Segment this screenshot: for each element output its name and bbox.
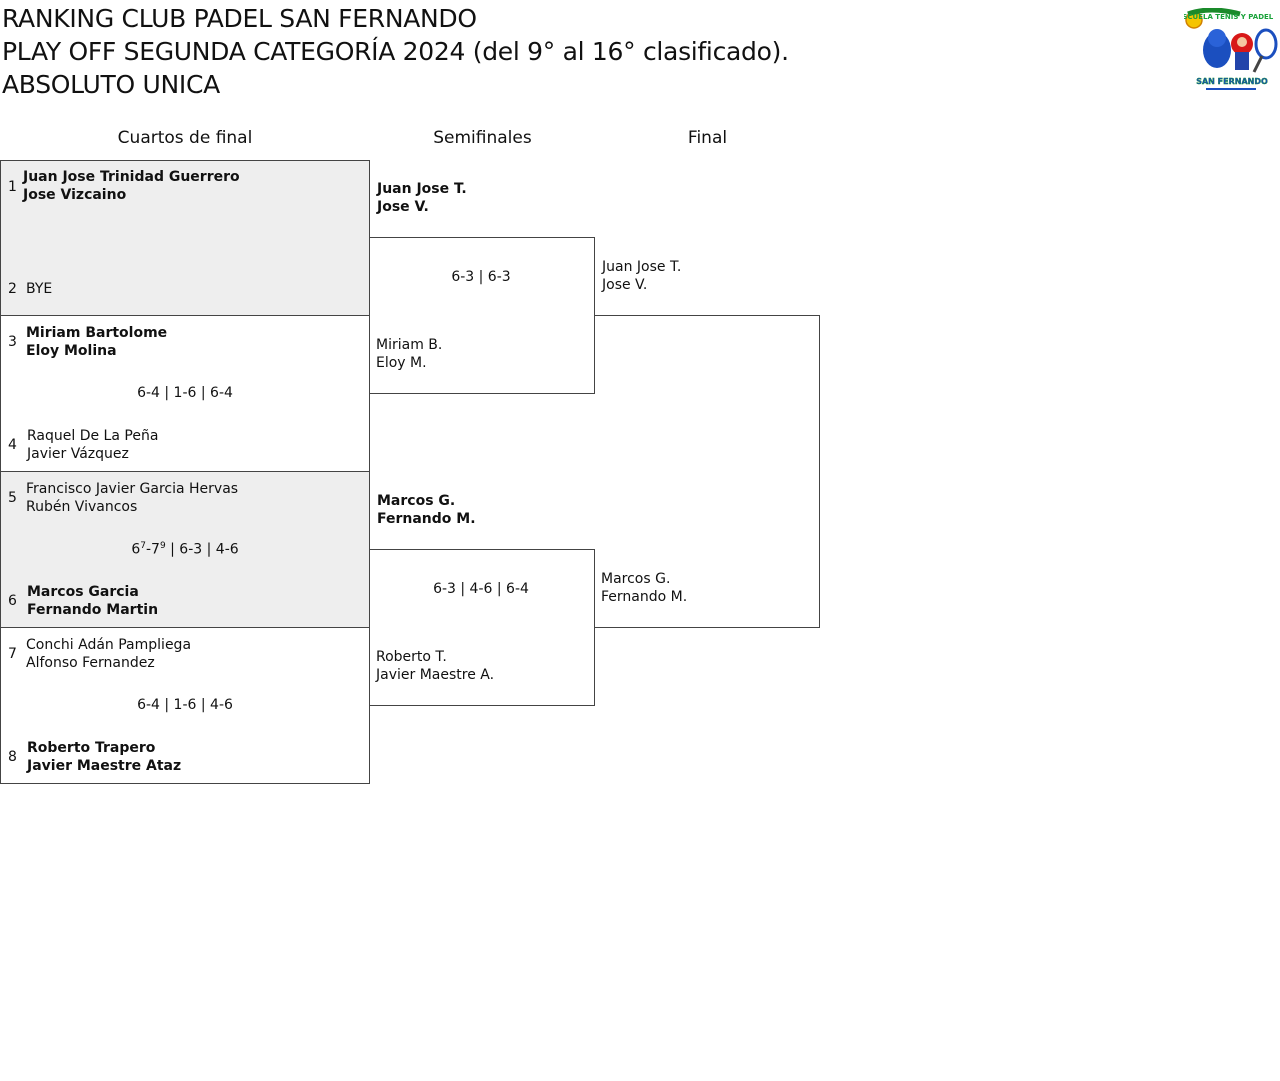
team-entry: Miriam Bartolome Eloy Molina bbox=[26, 324, 167, 360]
player-name: Juan Jose T. bbox=[602, 259, 682, 275]
score-part: | 6-3 | 4-6 bbox=[165, 541, 239, 558]
team-entry: BYE bbox=[26, 280, 52, 298]
semifinal-2-team-a: Marcos G. Fernando M. bbox=[377, 492, 476, 528]
player-name: Marcos G. bbox=[601, 571, 671, 587]
round-header-semis: Semifinales bbox=[433, 128, 532, 148]
final-team-a: Juan Jose T. Jose V. bbox=[602, 258, 681, 294]
player-name: Rubén Vivancos bbox=[26, 499, 138, 515]
player-name: Miriam B. bbox=[376, 337, 443, 353]
round-header-quarters: Cuartos de final bbox=[117, 128, 253, 148]
score-part: 6 bbox=[131, 541, 141, 558]
player-name: Javier Maestre A. bbox=[376, 667, 495, 683]
tiebreak-score: 7 bbox=[140, 541, 146, 551]
title-line-2: PLAY OFF SEGUNDA CATEGORÍA 2024 (del 9° … bbox=[2, 37, 789, 66]
quarterfinal-match-4: 7 Conchi Adán Pampliega Alfonso Fernande… bbox=[0, 627, 370, 784]
final-team-b: Marcos G. Fernando M. bbox=[601, 570, 687, 606]
match-score: 6-3 | 6-3 bbox=[451, 269, 511, 285]
semifinal-match-2: 6-3 | 4-6 | 6-4 Roberto T. Javier Maestr… bbox=[369, 549, 595, 706]
match-score: 6-4 | 1-6 | 4-6 bbox=[137, 697, 233, 713]
player-name: Fernando M. bbox=[601, 589, 688, 605]
team-entry: Roberto Trapero Javier Maestre Ataz bbox=[27, 739, 181, 775]
player-name: Javier Vázquez bbox=[27, 446, 129, 462]
logo-text-top: CLUB ESCUELA TENIS Y PADEL bbox=[1184, 13, 1274, 21]
player-name: Miriam Bartolome bbox=[26, 325, 168, 341]
player-name: Roberto Trapero bbox=[27, 740, 156, 756]
seed-number: 3 bbox=[8, 334, 17, 350]
player-name: Alfonso Fernandez bbox=[26, 655, 155, 671]
team-entry: Conchi Adán Pampliega Alfonso Fernandez bbox=[26, 636, 191, 672]
seed-number: 5 bbox=[8, 490, 17, 506]
semifinal-1-team-b: Miriam B. Eloy M. bbox=[376, 336, 442, 372]
quarterfinal-match-3: 5 Francisco Javier Garcia Hervas Rubén V… bbox=[0, 471, 370, 628]
score-part: -7 bbox=[145, 541, 160, 558]
tiebreak-score: 9 bbox=[159, 541, 166, 551]
player-name: Marcos Garcia bbox=[27, 584, 139, 600]
player-name: Jose V. bbox=[602, 277, 648, 293]
semifinal-1-team-a: Juan Jose T. Jose V. bbox=[377, 180, 467, 216]
player-name: Jose Vizcaino bbox=[23, 187, 127, 203]
seed-number: 2 bbox=[8, 281, 17, 297]
match-score: 6-4 | 1-6 | 6-4 bbox=[137, 385, 233, 401]
player-name: Francisco Javier Garcia Hervas bbox=[26, 481, 239, 497]
player-name: Jose V. bbox=[377, 199, 429, 215]
semifinal-match-1: 6-3 | 6-3 Miriam B. Eloy M. bbox=[369, 237, 595, 394]
player-name: Marcos G. bbox=[377, 493, 456, 509]
player-name: Raquel De La Peña bbox=[27, 428, 159, 444]
seed-number: 7 bbox=[8, 646, 17, 662]
player-name: BYE bbox=[26, 281, 53, 297]
player-name: Juan Jose Trinidad Guerrero bbox=[23, 169, 240, 185]
title-line-1: RANKING CLUB PADEL SAN FERNANDO bbox=[2, 4, 477, 33]
match-score: 6-3 | 4-6 | 6-4 bbox=[433, 581, 529, 597]
round-header-final: Final bbox=[687, 128, 728, 148]
player-name: Eloy Molina bbox=[26, 343, 117, 359]
team-entry: Francisco Javier Garcia Hervas Rubén Viv… bbox=[26, 480, 238, 516]
player-name: Eloy M. bbox=[376, 355, 427, 371]
player-name: Conchi Adán Pampliega bbox=[26, 637, 192, 653]
title-line-3: ABSOLUTO UNICA bbox=[2, 70, 220, 99]
team-entry: Raquel De La Peña Javier Vázquez bbox=[27, 427, 158, 463]
player-name: Juan Jose T. bbox=[377, 181, 467, 197]
seed-number: 1 bbox=[8, 179, 17, 195]
quarterfinal-match-2: 3 Miriam Bartolome Eloy Molina 6-4 | 1-6… bbox=[0, 315, 370, 472]
seed-number: 6 bbox=[8, 593, 17, 609]
player-name: Roberto T. bbox=[376, 649, 447, 665]
player-name: Javier Maestre Ataz bbox=[27, 758, 182, 774]
quarterfinal-match-1: 1 Juan Jose Trinidad Guerrero Jose Vizca… bbox=[0, 160, 370, 316]
player-name: Fernando M. bbox=[377, 511, 476, 527]
seed-number: 8 bbox=[8, 749, 17, 765]
seed-number: 4 bbox=[8, 437, 17, 453]
club-logo: CLUB ESCUELA TENIS Y PADEL SAN FERNANDO bbox=[1184, 8, 1278, 90]
page-title: RANKING CLUB PADEL SAN FERNANDO PLAY OFF… bbox=[2, 2, 789, 101]
final-match: Marcos G. Fernando M. bbox=[594, 315, 820, 628]
match-score: 67-79 | 6-3 | 4-6 bbox=[1, 541, 369, 558]
logo-text-bottom: SAN FERNANDO bbox=[1196, 77, 1268, 86]
team-entry: Marcos Garcia Fernando Martin bbox=[27, 583, 158, 619]
team-entry: Juan Jose Trinidad Guerrero Jose Vizcain… bbox=[23, 168, 240, 204]
semifinal-2-team-b: Roberto T. Javier Maestre A. bbox=[376, 648, 494, 684]
player-name: Fernando Martin bbox=[27, 602, 159, 618]
